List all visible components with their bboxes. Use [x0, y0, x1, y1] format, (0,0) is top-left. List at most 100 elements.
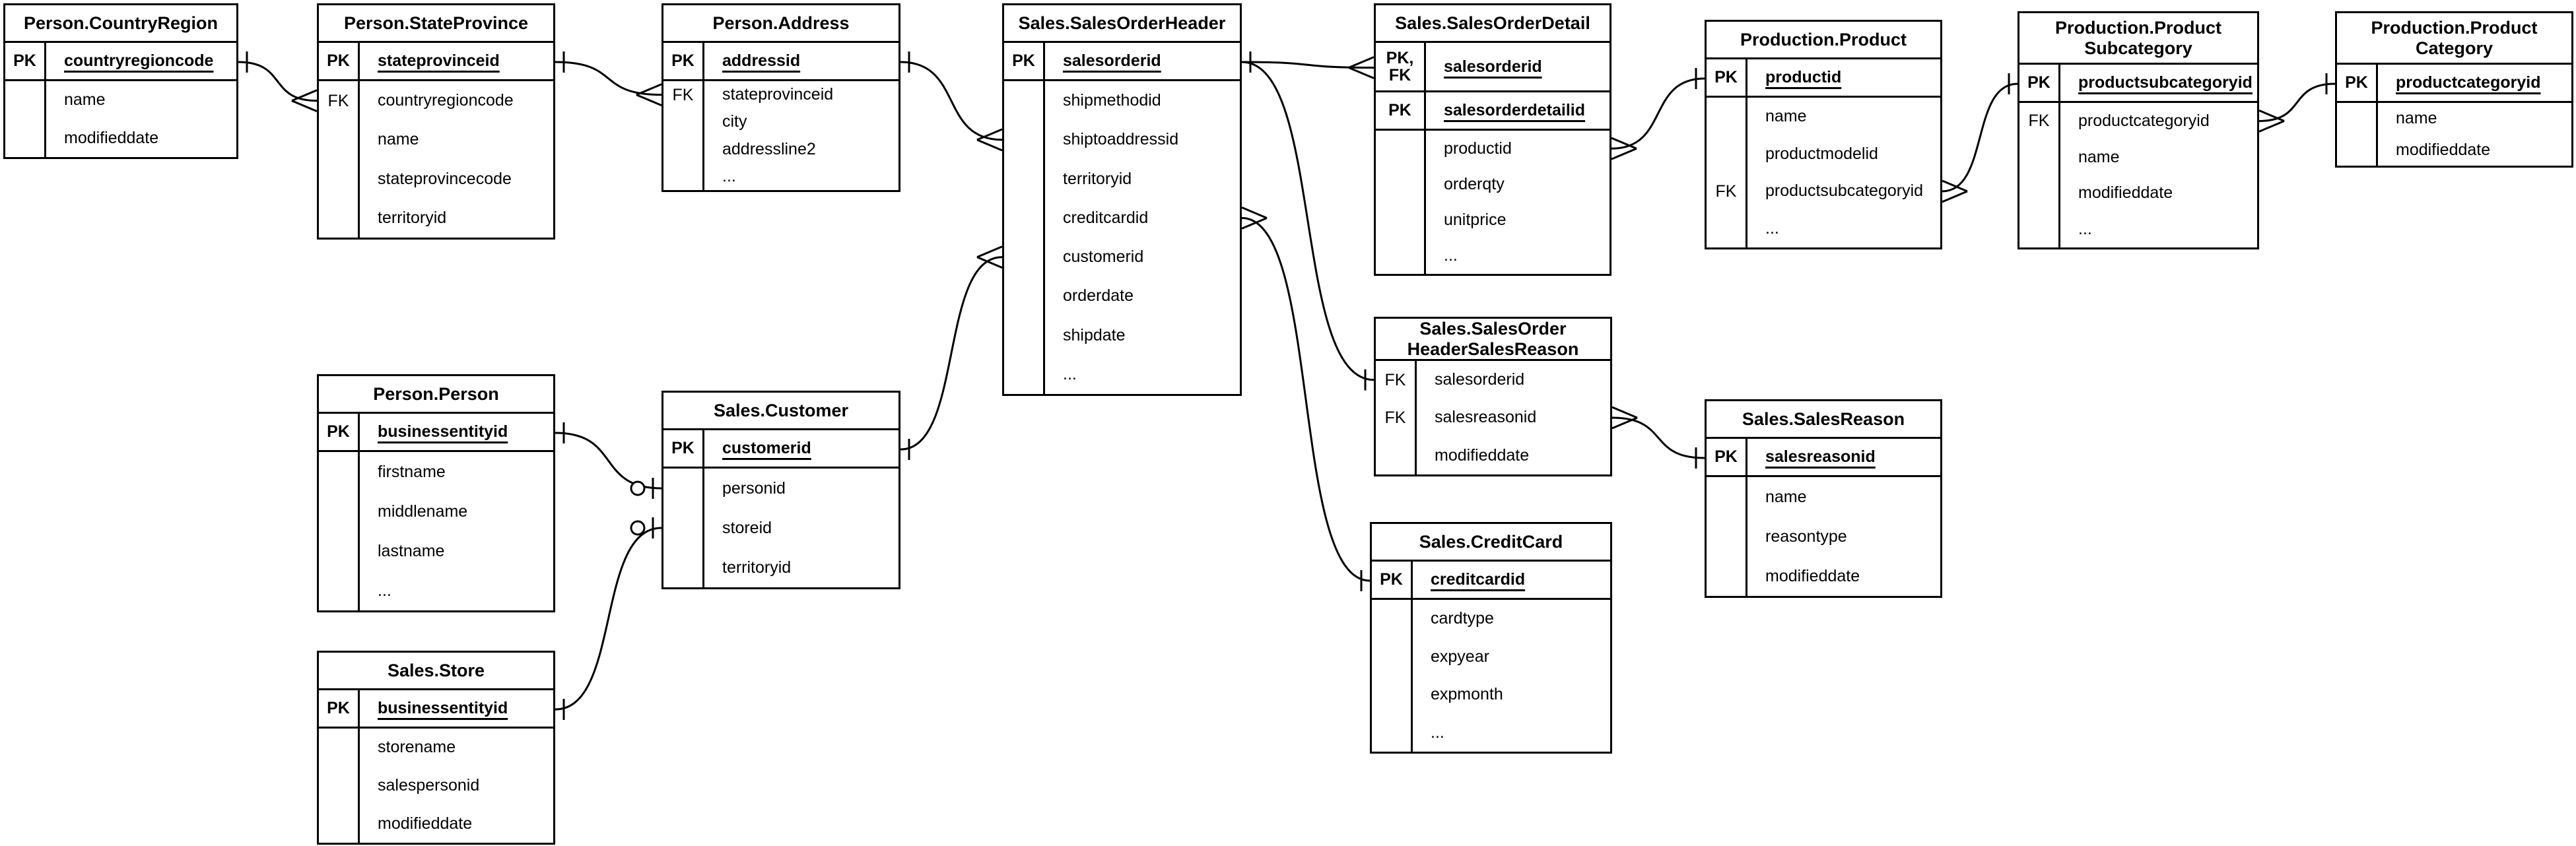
marker-many: [1241, 206, 1268, 230]
row-field-name: ...: [1063, 364, 1077, 383]
table-title-line: Sales.SalesReason: [1742, 408, 1905, 429]
crow-foot-prong: [291, 100, 318, 113]
marker-many: [1348, 56, 1374, 79]
row-field-name: city: [722, 112, 747, 131]
table-title-line: Person.Address: [712, 13, 850, 33]
row-key-empty: [5, 81, 46, 119]
row-field-name: businessentityid: [378, 422, 508, 441]
row-key-empty: [1004, 238, 1045, 277]
table-title: Sales.Customer: [663, 393, 898, 430]
row-key-empty: [319, 766, 360, 805]
row-field-name: salesorderid: [1444, 57, 1542, 76]
relationship-product-productsubcategory: [1941, 82, 2019, 193]
row-field-name: creditcardid: [1063, 208, 1149, 227]
table-row: reasontype: [1707, 517, 1940, 556]
row-field-name: creditcardid: [1431, 570, 1526, 589]
table-row: expyear: [1372, 637, 1610, 676]
row-field-name: modifieddate: [378, 814, 473, 833]
relationship-salesorderdetail-product: [1610, 77, 1706, 150]
table-row: name: [2337, 103, 2571, 135]
table-row: ...: [319, 571, 553, 610]
row-field-name: salespersonid: [378, 775, 480, 795]
crow-foot-prong: [2258, 109, 2285, 122]
row-key-label: FK: [1707, 172, 1747, 211]
relationship-salesorderheader-creditcard: [1240, 216, 1371, 582]
table-row: territoryid: [1004, 159, 1240, 199]
row-key-empty: [1004, 81, 1045, 121]
row-key-label: PK: [1004, 43, 1045, 79]
row-field-name: stateprovincecode: [378, 169, 512, 188]
row-key-empty: [2337, 103, 2378, 135]
row-field-name: salesreasonid: [1765, 447, 1876, 466]
row-key-empty: [663, 469, 704, 508]
row-field-name: ...: [1765, 219, 1779, 238]
table-row: customerid: [1004, 238, 1240, 277]
table-row: ...: [1004, 354, 1240, 394]
relationship-store-customer: [554, 527, 663, 711]
row-key-empty: [2019, 139, 2060, 176]
table-title: Production.Product: [1707, 22, 1940, 59]
row-field-name: stateprovinceid: [722, 85, 834, 104]
table-row: unitprice: [1376, 202, 1610, 238]
row-field-name: territoryid: [722, 558, 792, 577]
row-key-empty: [1004, 198, 1045, 238]
row-field-name: productmodelid: [1765, 144, 1878, 163]
row-field-name: shipmethodid: [1063, 91, 1161, 110]
row-field-name: ...: [1431, 723, 1444, 742]
row-key-empty: [1372, 600, 1413, 638]
row-key-label: PK: [319, 43, 360, 79]
row-key-label: PK: [1376, 92, 1426, 129]
crow-foot-prong: [1611, 406, 1638, 419]
table-row: modifieddate: [2019, 175, 2257, 212]
row-key-empty: [319, 159, 360, 199]
row-field-name: productsubcategoryid: [1765, 181, 1924, 201]
row-field-name: name: [1765, 106, 1807, 125]
cardinality-zero-circle: [630, 520, 646, 536]
table-row: stateprovincecode: [319, 159, 553, 199]
table-row: ...: [2019, 211, 2257, 247]
row-field-name: middlename: [378, 502, 468, 521]
relationship-salesorderheader-salesorderdetail: [1240, 61, 1375, 69]
table-row: firstname: [319, 452, 553, 492]
table-row: lastname: [319, 531, 553, 571]
table-row: modifieddate: [319, 804, 553, 843]
crow-foot-prong: [1611, 147, 1637, 160]
row-key-empty: [1376, 202, 1426, 238]
row-key-empty: [1004, 120, 1045, 160]
row-key-empty: [1372, 713, 1413, 752]
row-key-label: PK: [2337, 65, 2378, 101]
crow-foot-prong: [1942, 190, 1968, 203]
row-key-empty: [319, 531, 360, 571]
table-title-line: Person.CountryRegion: [23, 13, 219, 33]
row-key-empty: [1004, 315, 1045, 355]
row-field-name: name: [378, 130, 419, 149]
row-key-label: FK: [319, 81, 360, 121]
row-field-name: ...: [722, 166, 736, 185]
row-key-label: PK: [5, 43, 46, 79]
relationship-countryregion-stateprovince: [237, 61, 318, 102]
crow-foot-prong: [1348, 67, 1374, 79]
table-title: Person.Address: [663, 5, 898, 43]
row-field-name: lastname: [378, 541, 445, 560]
row-field-name: name: [64, 90, 106, 110]
relationship-person-customer: [554, 432, 663, 490]
crow-foot-prong: [976, 256, 1003, 269]
table-title-line: Sales.CreditCard: [1419, 531, 1563, 552]
row-key-empty: [1707, 98, 1747, 135]
row-key-label: PK: [2019, 65, 2060, 101]
table-title-line: Category: [2415, 38, 2493, 58]
marker-zero-or-one: [630, 478, 654, 499]
table-title-line: HeaderSalesReason: [1407, 339, 1579, 359]
